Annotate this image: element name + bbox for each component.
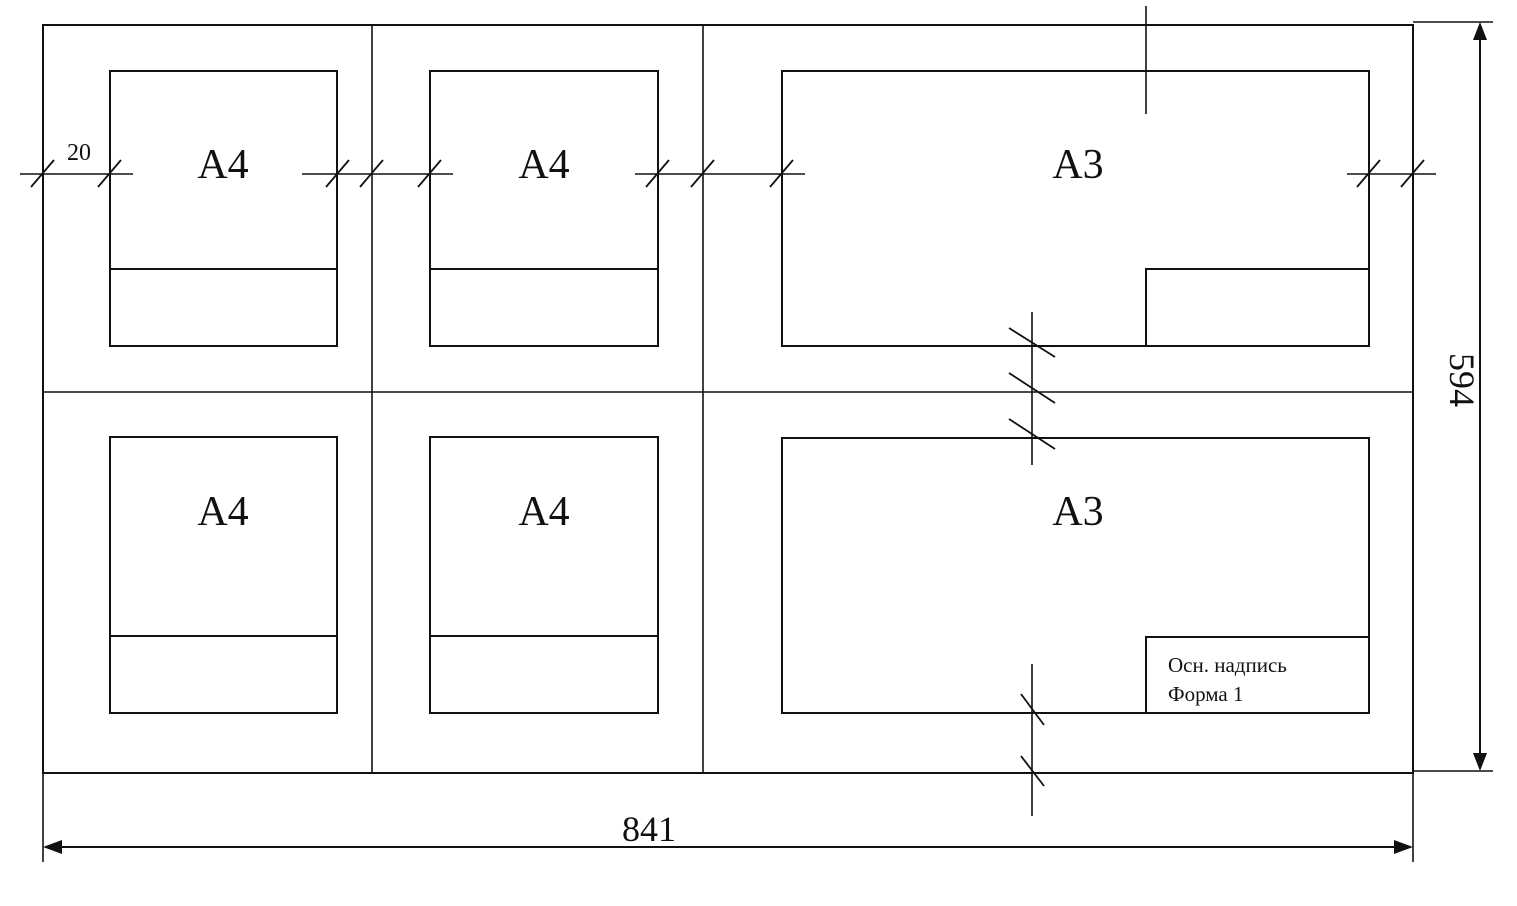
sheet-label: A4 bbox=[518, 142, 569, 188]
height-dimension: 594 bbox=[1413, 21, 1493, 772]
sheet-a3-top: A3 bbox=[781, 70, 1370, 347]
sheet-label: A3 bbox=[1052, 489, 1103, 535]
width-dimension-label: 841 bbox=[622, 809, 676, 849]
outer-sheet-border bbox=[42, 24, 1414, 774]
sheet-a4-bottom-middle: A4 bbox=[429, 436, 659, 714]
tick-marks bbox=[1020, 693, 1045, 787]
frame bbox=[781, 437, 1370, 714]
arrow-top bbox=[1473, 22, 1487, 40]
sheet-a4-bottom-left: A4 bbox=[109, 436, 338, 714]
sheet-label: A4 bbox=[197, 142, 248, 188]
sheet-label: A4 bbox=[518, 489, 569, 535]
vertical-dimension-chain-bottom bbox=[1020, 664, 1045, 816]
frame bbox=[429, 436, 659, 714]
frame bbox=[109, 436, 338, 714]
sheet-a4-top-middle: A4 bbox=[429, 70, 659, 347]
margin-dimension-label: 20 bbox=[67, 140, 91, 166]
frame bbox=[781, 70, 1370, 347]
sheet-label: A3 bbox=[1052, 142, 1103, 188]
arrow-right bbox=[1394, 840, 1413, 854]
sheet-a4-top-left: A4 bbox=[109, 70, 338, 347]
title-block bbox=[1145, 636, 1369, 713]
margin-dimension-chain: 20 bbox=[20, 140, 1436, 188]
arrow-bottom bbox=[1473, 753, 1487, 771]
sheet-label: A4 bbox=[197, 489, 248, 535]
vertical-dimension-chain-middle bbox=[1008, 312, 1056, 465]
title-block bbox=[1145, 268, 1369, 346]
frame bbox=[109, 70, 338, 347]
tick-marks bbox=[1008, 327, 1056, 450]
height-dimension-label: 594 bbox=[1442, 353, 1482, 407]
width-dimension: 841 bbox=[42, 773, 1414, 862]
arrow-left bbox=[43, 840, 62, 854]
tick-marks bbox=[30, 159, 1425, 188]
title-block-line1: Осн. надпись bbox=[1168, 653, 1287, 677]
sheet-a3-bottom: A3 Осн. надпись Форма 1 bbox=[781, 437, 1370, 714]
frame bbox=[429, 70, 659, 347]
title-block-line2: Форма 1 bbox=[1168, 682, 1244, 706]
